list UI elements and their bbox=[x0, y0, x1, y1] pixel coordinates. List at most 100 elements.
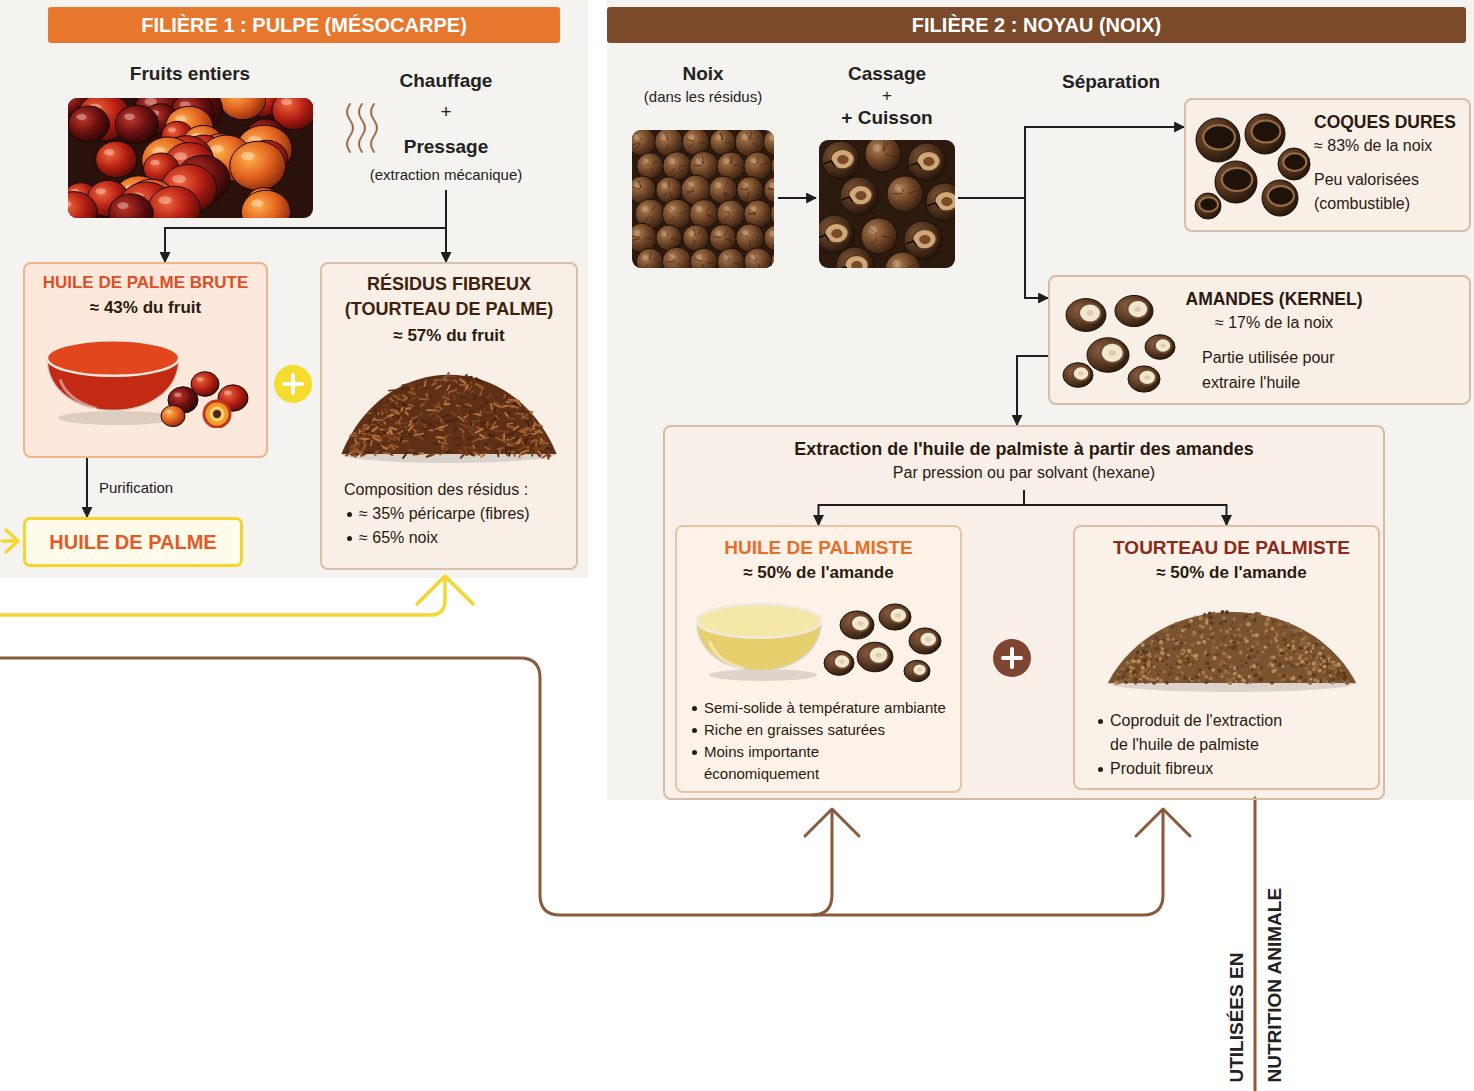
meal-grain bbox=[1266, 642, 1270, 646]
fibre bbox=[363, 441, 366, 444]
meal-grain bbox=[1274, 660, 1277, 663]
meal-grain bbox=[1216, 674, 1219, 677]
meal-grain bbox=[1162, 670, 1165, 673]
meal-grain bbox=[1334, 671, 1337, 674]
fibre bbox=[534, 447, 538, 450]
fibre bbox=[468, 378, 471, 381]
kernel-centre bbox=[1108, 350, 1116, 356]
meal-grain bbox=[1237, 638, 1239, 640]
crack bbox=[842, 197, 853, 203]
meal-grain bbox=[1295, 663, 1299, 667]
node-text: + bbox=[361, 94, 531, 130]
fibre bbox=[438, 409, 442, 411]
panel-background bbox=[607, 0, 1474, 800]
palm-nut bbox=[690, 248, 718, 268]
meal-grain bbox=[1125, 664, 1127, 666]
meal-grain bbox=[1256, 651, 1259, 654]
meal-grain bbox=[1239, 639, 1242, 642]
meal-grain bbox=[1304, 673, 1306, 675]
highlight bbox=[769, 182, 774, 188]
fibre bbox=[378, 445, 381, 447]
fibre bbox=[403, 453, 407, 458]
fibre bbox=[537, 453, 540, 456]
nut-fibre bbox=[652, 257, 658, 261]
node-text: FILIÈRE 1 : PULPE (MÉSOCARPE) bbox=[48, 7, 560, 43]
palm-fruit bbox=[68, 106, 109, 142]
fibre bbox=[480, 435, 484, 438]
palm-nut bbox=[710, 130, 737, 155]
illustration-slot bbox=[332, 354, 566, 464]
fibre bbox=[480, 393, 481, 396]
meal-grain bbox=[1282, 632, 1286, 636]
flow-arrow bbox=[958, 127, 1184, 198]
fibre bbox=[438, 449, 442, 451]
palm-fruit bbox=[241, 190, 290, 218]
palm-fruit bbox=[148, 186, 200, 218]
plus-symbol bbox=[274, 365, 312, 403]
meal-grain bbox=[1286, 644, 1289, 647]
meal-grain bbox=[1282, 677, 1285, 680]
photo-content bbox=[819, 140, 955, 268]
fibre bbox=[498, 431, 506, 432]
meal-grain bbox=[1298, 675, 1302, 679]
nut-fibre bbox=[663, 191, 668, 196]
meal-grain bbox=[1170, 658, 1173, 661]
nut-fibre bbox=[697, 230, 701, 236]
meal-grain bbox=[1306, 647, 1310, 651]
highlight bbox=[210, 145, 223, 153]
fibre bbox=[474, 423, 480, 425]
meal-grain bbox=[1264, 645, 1268, 649]
meal-grain bbox=[1271, 663, 1275, 667]
meal-grain bbox=[1198, 630, 1202, 634]
fibre bbox=[408, 404, 413, 406]
meal-grain bbox=[1255, 641, 1260, 646]
meal-grain bbox=[1152, 663, 1155, 666]
meal-grain bbox=[1139, 675, 1142, 678]
nut-fibre bbox=[671, 239, 678, 242]
meal-grain bbox=[1215, 647, 1218, 650]
fibre bbox=[542, 446, 544, 450]
meal-grain bbox=[1255, 633, 1259, 637]
fibre bbox=[473, 438, 480, 441]
meal-grain bbox=[1316, 679, 1320, 683]
fibre bbox=[436, 385, 441, 388]
meal-grain bbox=[1134, 681, 1137, 684]
fibre bbox=[404, 421, 409, 423]
fibre bbox=[439, 441, 440, 444]
meal-grain bbox=[1318, 651, 1322, 655]
box-fills bbox=[23, 7, 1471, 800]
fibre bbox=[400, 429, 406, 433]
meal-grain bbox=[1199, 669, 1202, 672]
meal-grain bbox=[1212, 656, 1216, 660]
meal-grain bbox=[1265, 658, 1269, 662]
fibre bbox=[364, 422, 372, 423]
nut-fibre bbox=[651, 168, 654, 175]
meal-grain bbox=[1127, 678, 1131, 682]
fibre bbox=[429, 411, 436, 415]
flow-line bbox=[0, 578, 445, 615]
highlight bbox=[869, 226, 877, 234]
meal-grain bbox=[1314, 660, 1317, 663]
fibre bbox=[406, 407, 410, 410]
node-text: TOURTEAU DE PALMISTE bbox=[1097, 535, 1366, 561]
palm-fruit bbox=[95, 141, 136, 177]
palm-nut bbox=[763, 130, 774, 156]
fibre bbox=[358, 431, 362, 436]
meal-grain bbox=[1337, 662, 1341, 666]
meal-grain bbox=[1342, 676, 1346, 680]
hard-shell bbox=[1262, 180, 1298, 216]
fibre bbox=[485, 390, 493, 391]
fibre bbox=[375, 410, 377, 415]
fibre bbox=[446, 428, 449, 430]
meal-grain bbox=[1315, 643, 1319, 647]
fibre bbox=[509, 400, 519, 401]
meal-grain bbox=[1151, 640, 1154, 643]
meal-grain bbox=[1140, 652, 1143, 655]
fibre bbox=[433, 400, 435, 403]
fibre bbox=[514, 409, 521, 411]
crack bbox=[819, 235, 829, 241]
fibre bbox=[464, 436, 465, 442]
plus-circle bbox=[993, 639, 1031, 677]
nut-fibre bbox=[768, 188, 774, 190]
